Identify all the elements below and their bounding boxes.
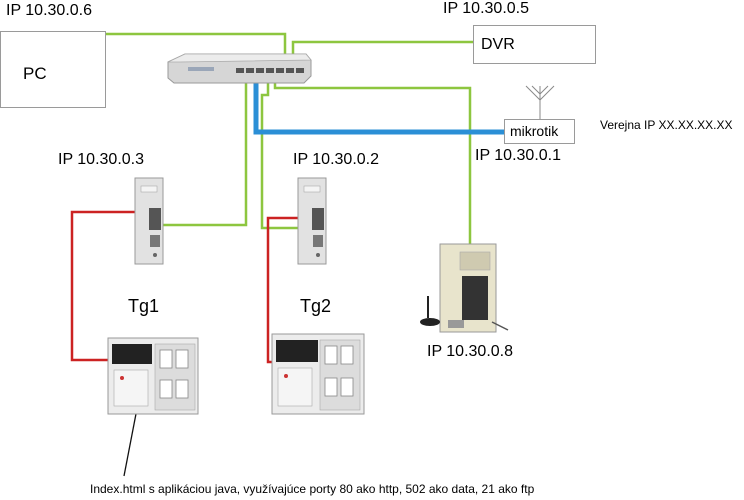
dvr-label: DVR <box>481 36 515 53</box>
mikrotik-ip-label: IP 10.30.0.1 <box>475 147 561 164</box>
footnote-text: Index.html s aplikáciou java, využívajúc… <box>90 482 535 496</box>
dvr-ip-label: IP 10.30.0.5 <box>443 0 529 17</box>
public-ip-label: Verejna IP XX.XX.XX.XX <box>600 118 733 132</box>
antenna-icon <box>525 85 555 120</box>
ethernet-line-pc <box>104 32 287 70</box>
pointer-arrow <box>123 361 147 477</box>
ethernet-line-plc <box>273 82 472 246</box>
ethernet-line-tg2 <box>260 82 318 230</box>
tg1-converter-ip-label: IP 10.30.0.3 <box>58 151 144 168</box>
uplink-line-mikrotik <box>253 82 504 135</box>
ethernet-line-tg1 <box>158 82 248 227</box>
tg2-label: Tg2 <box>300 296 332 316</box>
mikrotik-label: mikrotik <box>510 123 559 139</box>
pc-label: PC <box>23 64 47 83</box>
pointer-arrowhead <box>142 356 149 368</box>
mikrotik-box: mikrotik <box>504 119 575 144</box>
tg1-label: Tg1 <box>128 296 160 316</box>
ethernet-line-dvr <box>291 40 473 70</box>
pc-ip-label: IP 10.30.0.6 <box>6 2 92 19</box>
serial-line-tg1 <box>70 210 150 362</box>
pc-box: PC <box>0 31 106 108</box>
plc-ip-label: IP 10.30.0.8 <box>427 343 513 360</box>
dvr-box: DVR <box>473 25 596 64</box>
tg2-converter-ip-label: IP 10.30.0.2 <box>293 151 379 168</box>
serial-line-tg2 <box>266 216 313 364</box>
